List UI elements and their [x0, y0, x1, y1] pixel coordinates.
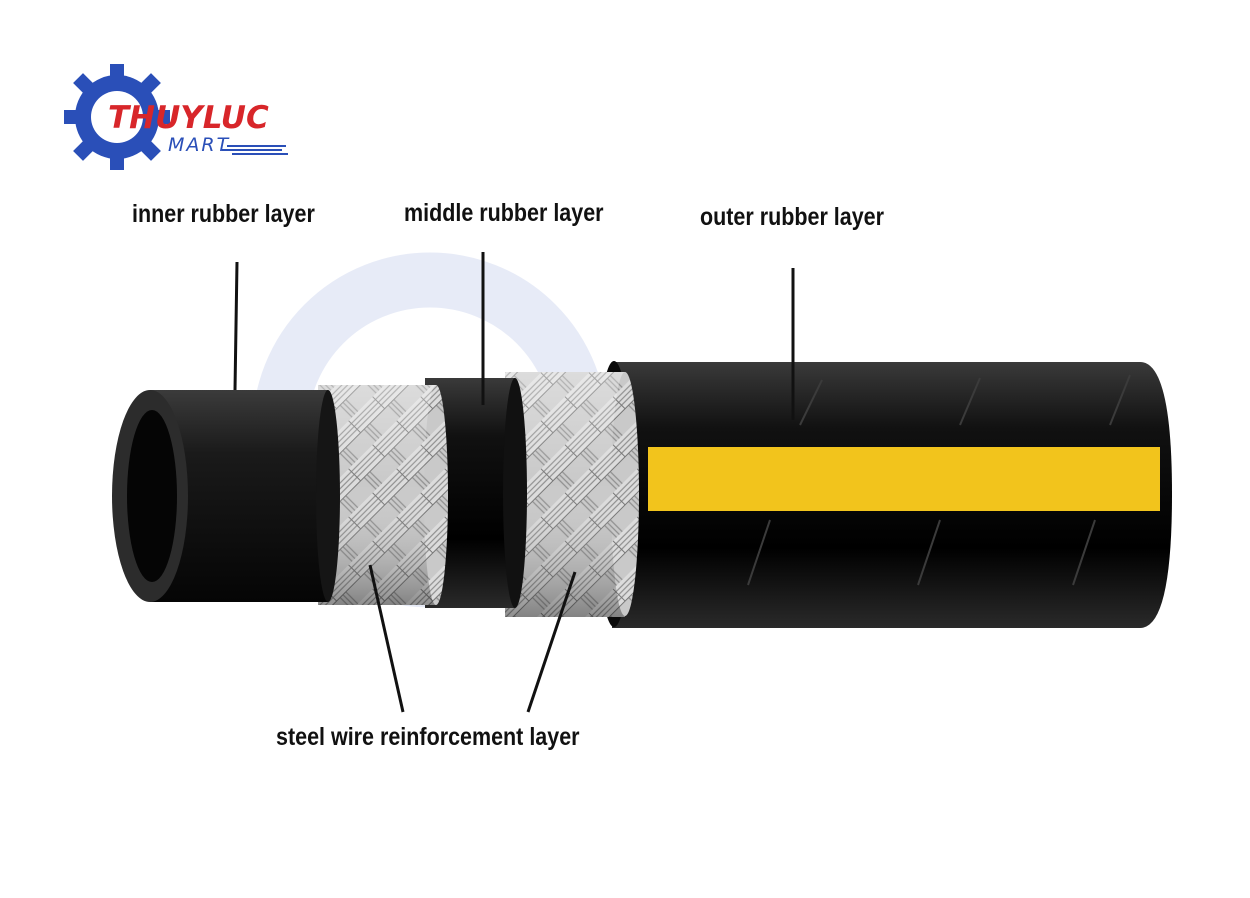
- inner-rubber-tube: [112, 390, 340, 602]
- label-middle-rubber: middle rubber layer: [404, 199, 604, 227]
- label-inner-rubber: inner rubber layer: [132, 200, 315, 228]
- leader-lines: [233, 252, 795, 713]
- leader-steel-1: [368, 564, 405, 713]
- logo-sub-text: MART: [168, 134, 231, 156]
- yellow-stripe: [648, 447, 1160, 511]
- company-logo: [64, 64, 288, 170]
- outer-rubber-section: [596, 361, 1172, 628]
- label-outer-rubber: outer rubber layer: [700, 203, 884, 231]
- label-steel-wire: steel wire reinforcement layer: [276, 723, 580, 751]
- leader-steel-2: [526, 571, 577, 713]
- inner-steel-braid: [318, 385, 448, 605]
- gear-icon: [64, 64, 170, 170]
- leader-inner: [233, 261, 239, 391]
- logo-brand-text: THUYLUC: [108, 100, 269, 136]
